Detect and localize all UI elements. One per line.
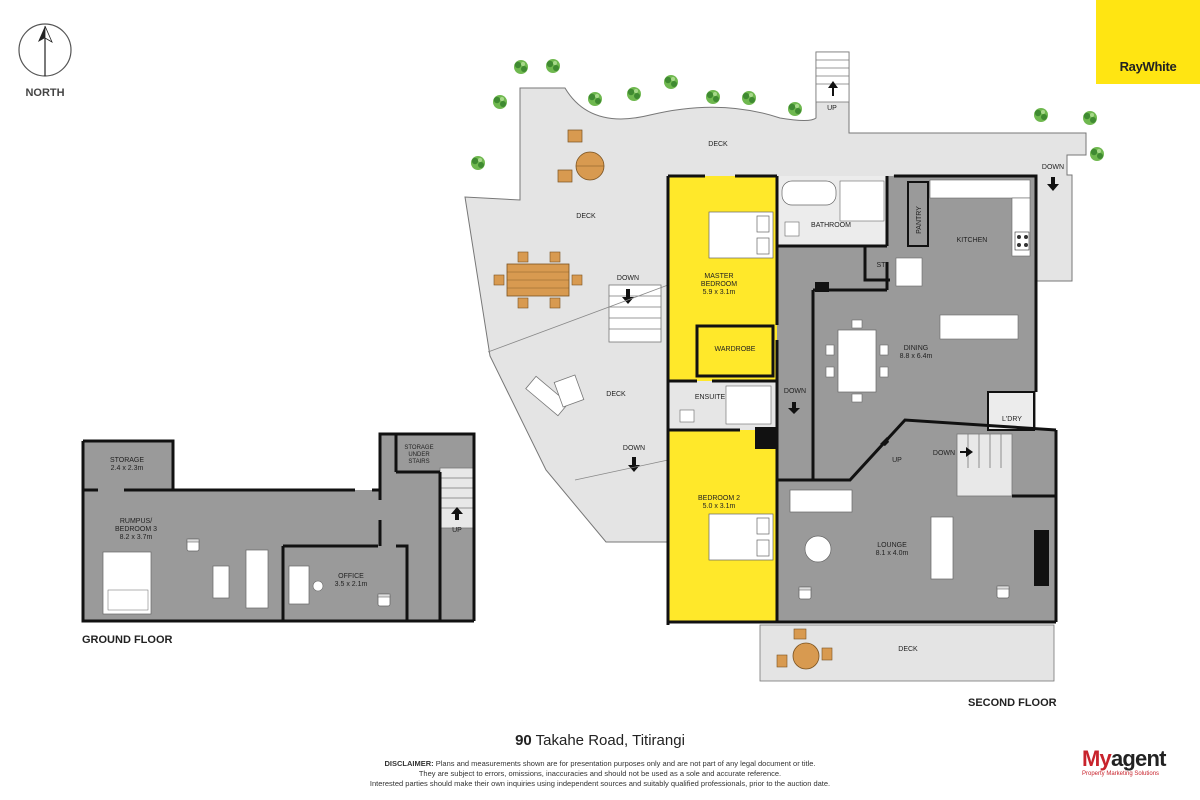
down-arrow-icon — [1047, 177, 1059, 191]
storage-size: 2.4 x 2.3m — [111, 465, 144, 472]
storage-stairs-label: STORAGE — [404, 445, 433, 451]
tree-icon — [788, 102, 802, 116]
ensuite-label: ENSUITE — [695, 394, 726, 401]
pantry-label: PANTRY — [916, 206, 923, 234]
tree-icon — [588, 92, 602, 106]
raywhite-logo: RayWhite — [1096, 0, 1200, 84]
address-street: Takahe Road, Titirangi — [535, 732, 685, 749]
deck-top-label: DECK — [708, 141, 728, 148]
dining-label: DINING — [904, 345, 929, 352]
bedroom2-label: BEDROOM 2 — [698, 495, 740, 502]
lounge-size: 8.1 x 4.0m — [876, 550, 909, 557]
ground-floor-title: GROUND FLOOR — [82, 634, 172, 646]
master-label-2: BEDROOM — [701, 281, 737, 288]
rumpus-label-2: BEDROOM 3 — [115, 526, 157, 533]
master-label: MASTER — [704, 273, 733, 280]
tree-icon — [1090, 147, 1104, 161]
down-arrow-icon — [622, 289, 634, 304]
deck-down-label: DOWN — [617, 275, 639, 282]
wardrobe-label: WARDROBE — [715, 346, 756, 353]
tree-icon — [493, 95, 507, 109]
bedroom2-size: 5.0 x 3.1m — [703, 503, 736, 510]
dining-size: 8.8 x 6.4m — [900, 353, 933, 360]
bottom-deck: DECK — [759, 624, 1055, 682]
bed-2 — [708, 513, 774, 561]
disclaimer-heading: DISCLAIMER: — [384, 759, 434, 768]
hall-up-label: UP — [892, 457, 902, 464]
up-arrow-icon — [451, 507, 463, 520]
hall-down-label-2: DOWN — [784, 388, 806, 395]
tree-icon — [664, 75, 678, 89]
compass-label: NORTH — [25, 87, 64, 99]
tree-icon — [742, 91, 756, 105]
dining-table-outdoor — [493, 251, 583, 309]
bed-master — [708, 211, 774, 259]
rumpus-size: 8.2 x 3.7m — [120, 534, 153, 541]
compass: NORTH — [18, 23, 72, 99]
myagent-logo-my: My — [1082, 746, 1112, 771]
right-down-label: DOWN — [1042, 164, 1064, 171]
lounger — [525, 374, 585, 417]
myagent-logo-agent: agent — [1110, 746, 1166, 771]
tree-icon — [706, 90, 720, 104]
down-arrow-icon — [960, 447, 973, 457]
tree-icon — [514, 60, 528, 74]
st-label: ST — [877, 262, 887, 269]
address-number: 90 — [515, 732, 532, 749]
second-floor-title: SECOND FLOOR — [968, 697, 1057, 709]
tree-icon — [1083, 111, 1097, 125]
address: 90 Takahe Road, Titirangi — [0, 732, 1200, 749]
disclaimer-line-2: They are subject to errors, omissions, i… — [418, 769, 782, 778]
deck-down-label-2: DOWN — [623, 445, 645, 452]
office-size: 3.5 x 2.1m — [335, 581, 368, 588]
disclaimer-line-3: Interested parties should make their own… — [369, 779, 831, 788]
raywhite-logo-text: RayWhite — [1119, 59, 1177, 74]
disclaimer: DISCLAIMER: Plans and measurements shown… — [300, 759, 900, 789]
lounge-label: LOUNGE — [877, 542, 907, 549]
deck-mid-label: DECK — [606, 391, 626, 398]
ground-up-label: UP — [452, 527, 462, 534]
deck-left-label: DECK — [576, 213, 596, 220]
second-floor: DOWN UP DOWN — [666, 174, 1058, 625]
rumpus-label: RUMPUS/ — [120, 518, 152, 525]
bathroom-label: BATHROOM — [811, 222, 851, 229]
up-arrow-icon — [828, 81, 838, 96]
kitchen-label: KITCHEN — [957, 237, 988, 244]
round-table — [557, 129, 605, 183]
down-arrow-icon — [788, 402, 800, 414]
tree-icon — [1034, 108, 1048, 122]
laundry-label: L'DRY — [1002, 416, 1022, 423]
tree-icon — [471, 156, 485, 170]
svg-text:BEDROOM 25.0 x 3.1m: BEDROOM 25.0 x 3.1m — [698, 495, 740, 510]
hall-down-label: DOWN — [933, 450, 955, 457]
svg-text:RUMPUS/BEDROOM 38.2 x 3.7m: RUMPUS/BEDROOM 38.2 x 3.7m — [115, 518, 157, 541]
stair-up-label: UP — [827, 105, 837, 112]
storage-stairs-label-3: STAIRS — [408, 459, 429, 465]
myagent-tagline: Property Marketing Solutions — [1082, 771, 1160, 777]
north-arrow-icon — [38, 26, 45, 42]
tree-icon — [546, 59, 560, 73]
deck-stairs — [608, 284, 662, 343]
storage-label: STORAGE — [110, 457, 144, 464]
deck-bottom-label: DECK — [898, 646, 918, 653]
storage-stairs-label-2: UNDER — [408, 452, 430, 458]
office-label: OFFICE — [338, 573, 364, 580]
master-size: 5.9 x 3.1m — [703, 289, 736, 296]
myagent-logo: Myagent Property Marketing Solutions — [1082, 746, 1194, 778]
disclaimer-line-1: Plans and measurements shown are for pre… — [433, 759, 816, 768]
tree-icon — [627, 87, 641, 101]
